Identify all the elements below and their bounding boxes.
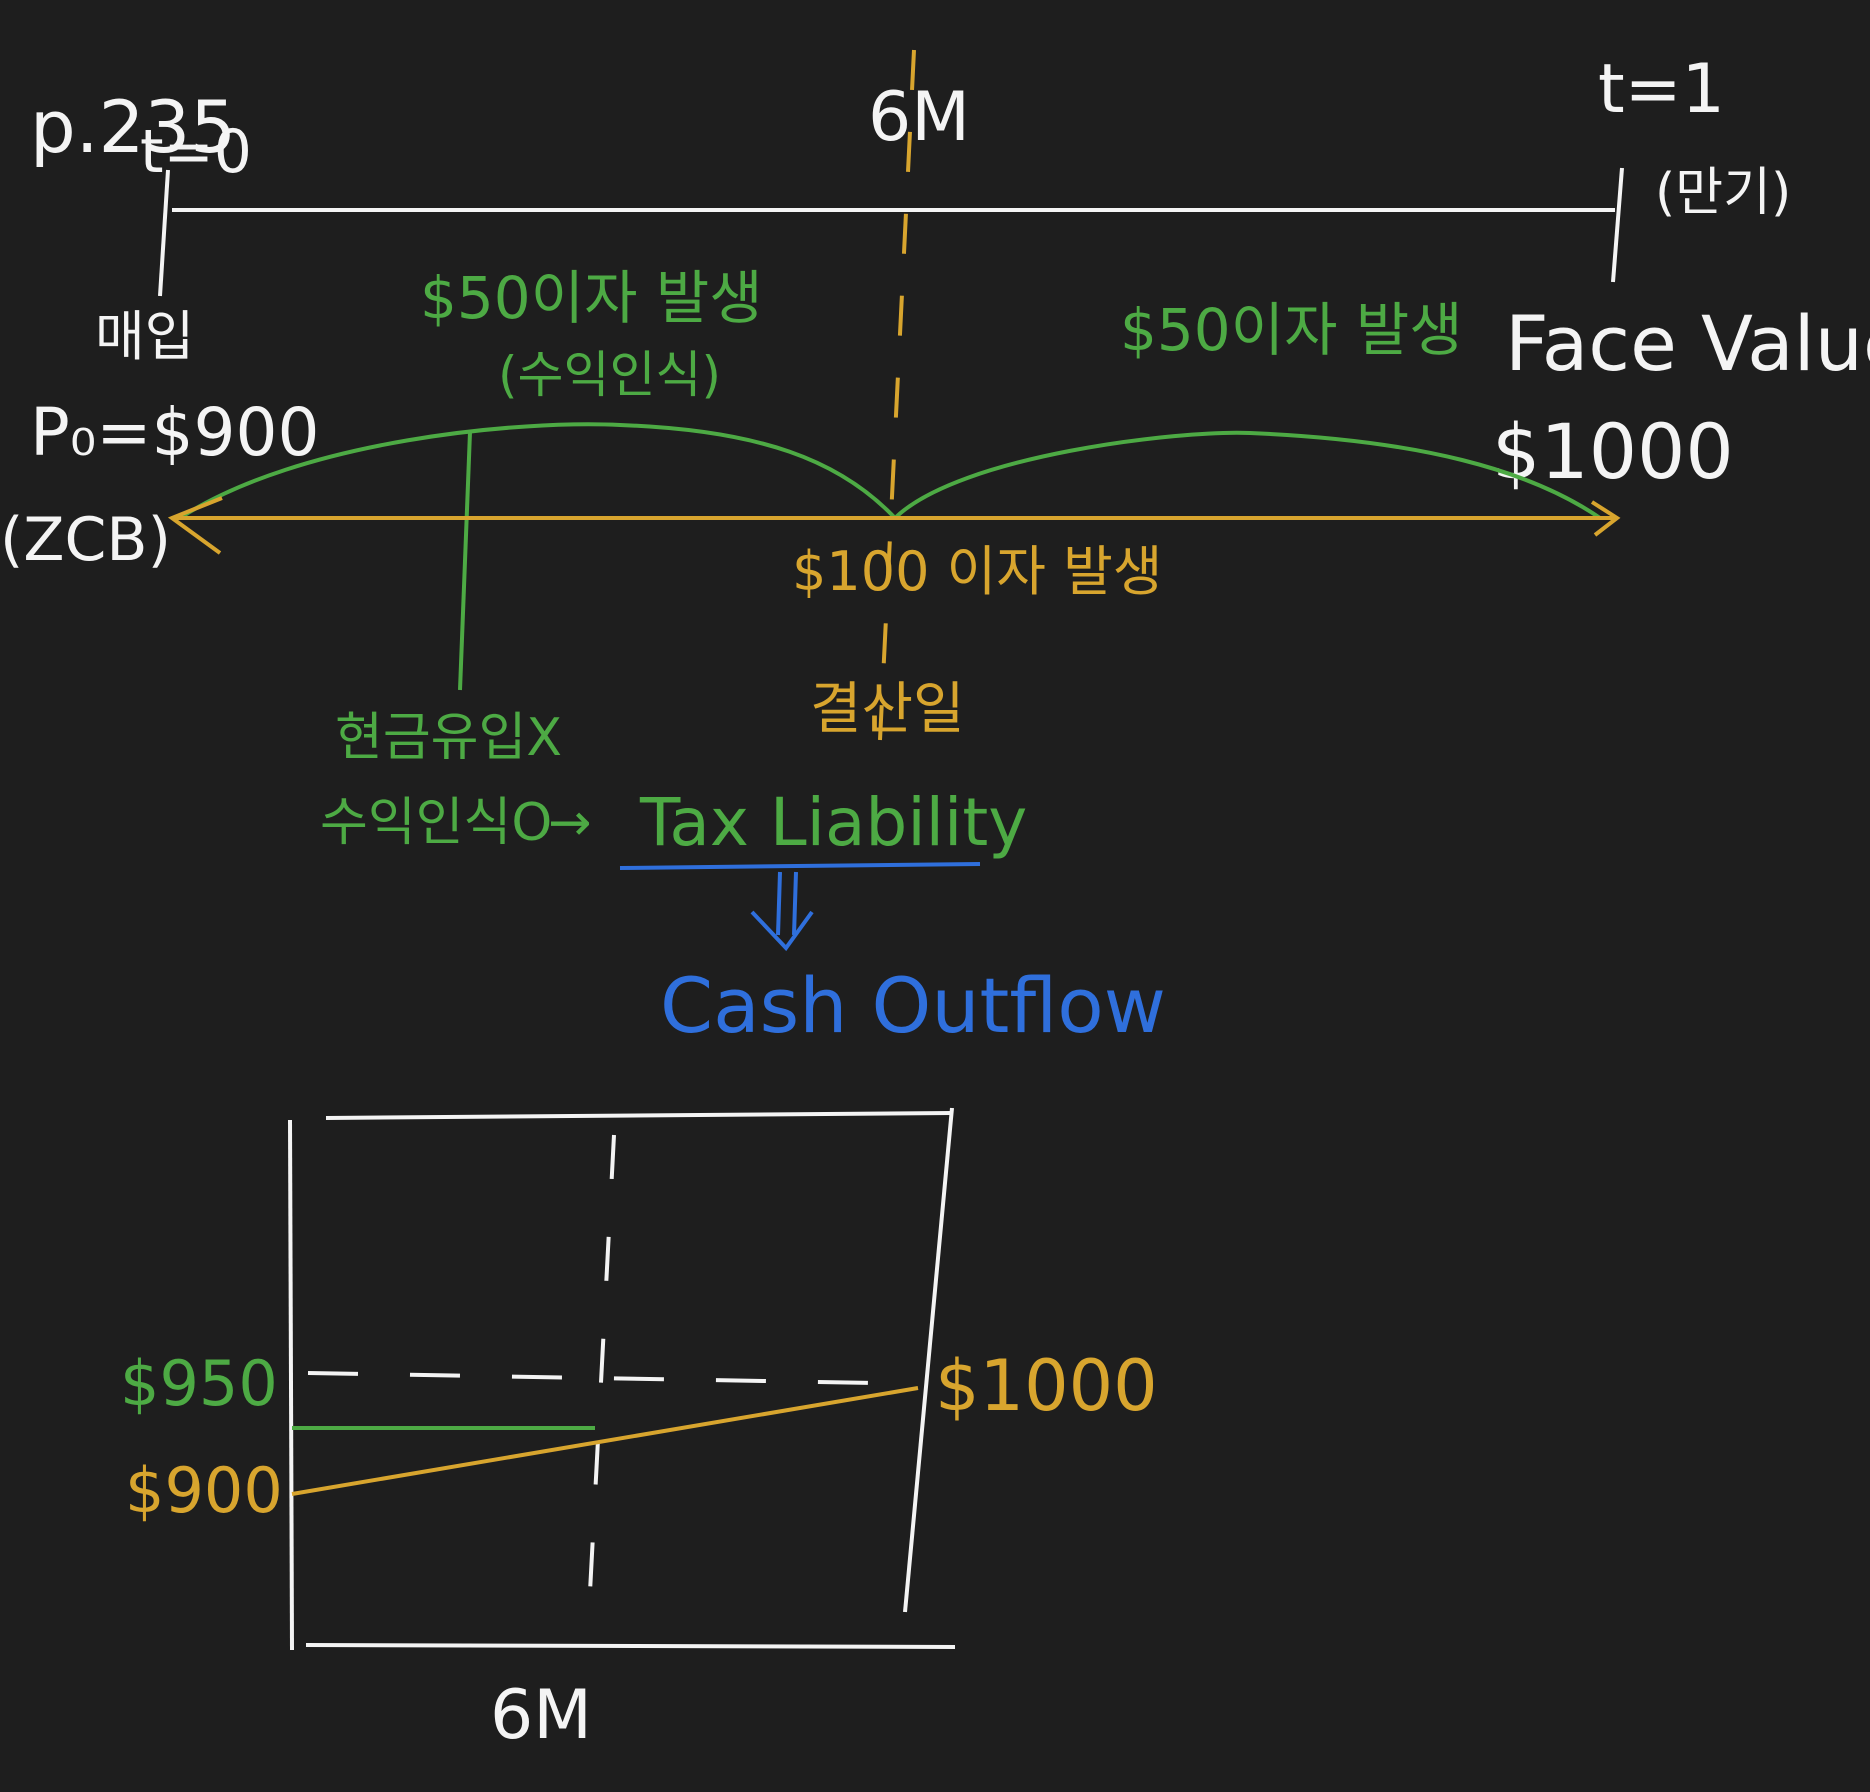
accretion-line [291,1386,919,1496]
cash-outflow-label: Cash Outflow [660,961,1166,1050]
purchase-label: 매입 [95,305,194,368]
chart-right-border [903,1107,954,1613]
revenue-recognized-label: 수익인식O [320,793,552,853]
year-end-label: 결산일 [810,677,965,742]
second-half-interest-label: $50이자 발생 [1120,296,1463,364]
first-half-interest-arc [178,422,897,520]
face-value-label: Face Value [1505,299,1870,388]
time-one-label: t=1 [1598,50,1725,129]
interest-pointer-line [458,431,472,691]
price-950-dashed-line [307,1371,879,1385]
price-950-label: $950 [120,1347,278,1420]
mid-dashed-guide [878,49,916,741]
price-900-label: $900 [125,1454,283,1527]
zcb-label: (ZCB) [0,505,171,575]
page-reference: p.235 [30,85,236,169]
double-arrow-head [750,910,814,952]
maturity-tick [1611,167,1624,283]
first-half-interest-label: $50이자 발생 [420,264,763,332]
second-half-interest-arc [893,430,1602,520]
double-arrow-right-stem [792,871,798,936]
full-period-arrow-right-head [1590,500,1621,537]
full-period-arrow-left-head [167,496,223,555]
start-tick [158,169,170,297]
tax-liability-underline [619,862,981,870]
mid-point-label: 6M [868,78,970,157]
chart-x-label: 6M [490,1676,592,1755]
revenue-recognition-note: (수익인식) [498,346,721,404]
tax-liability-label: Tax Liability [639,784,1027,861]
double-arrow-left-stem [776,871,782,936]
time-zero-label: t=0 [140,117,252,187]
maturity-label: (만기) [1655,163,1791,223]
tax-arrow: → [548,793,592,853]
no-cash-inflow-label: 현금유입X [335,708,562,768]
purchase-price-label: P₀=$900 [30,394,320,471]
price-1000-label: $1000 [935,1345,1158,1427]
chart-top-border [325,1111,953,1120]
chart-mid-dashed-line [586,1134,616,1631]
chart-left-border [288,1119,294,1651]
chart-bottom-axis [305,1643,956,1649]
total-interest-label: $100 이자 발생 [792,540,1162,603]
